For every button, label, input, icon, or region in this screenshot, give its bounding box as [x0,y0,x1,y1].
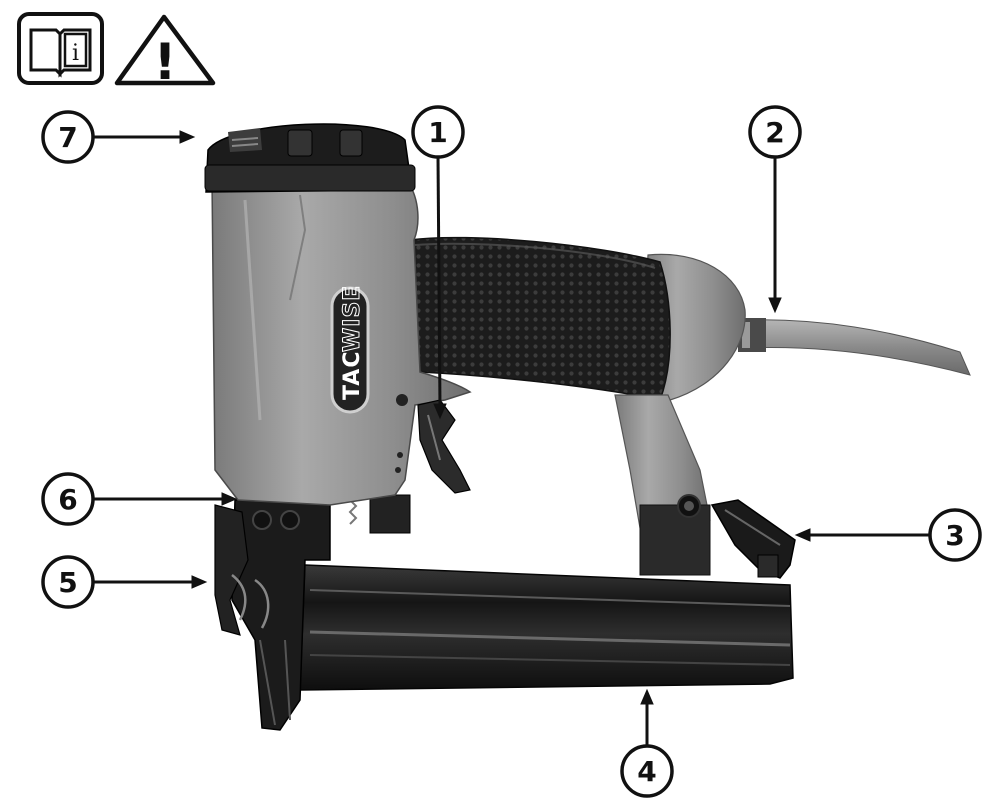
handle-grip [409,236,671,401]
callout-1: 1 [411,105,465,420]
magazine [299,564,794,691]
warning-glyph: ! [154,33,177,91]
top-cap [204,123,416,193]
callout-5-label: 5 [58,566,77,599]
brand-badge: TAC WISE [330,284,370,414]
magazine-latch [710,499,796,579]
callout-5: 5 [41,555,208,609]
rear-leg [614,394,711,576]
brand-suffix: WISE [340,285,365,352]
callout-2: 2 [748,105,802,314]
callout-6-label: 6 [58,483,77,516]
callout-2-label: 2 [765,116,784,149]
callouts: 7 1 2 6 5 [41,105,982,798]
manual-info-icon: i [17,12,104,85]
callout-6: 6 [41,472,238,526]
nose-assembly [214,494,411,731]
trigger [417,399,471,494]
callout-7-label: 7 [58,121,77,154]
air-hose [738,318,971,376]
warning-icon: ! [114,14,216,91]
brand-prefix: TAC [340,351,365,400]
callout-3-label: 3 [945,519,964,552]
callout-4: 4 [620,688,674,798]
callout-4-label: 4 [637,755,656,788]
callout-3: 3 [794,508,982,562]
callout-7: 7 [41,110,196,164]
callout-1-label: 1 [428,116,447,149]
manual-info-glyph: i [72,41,79,66]
